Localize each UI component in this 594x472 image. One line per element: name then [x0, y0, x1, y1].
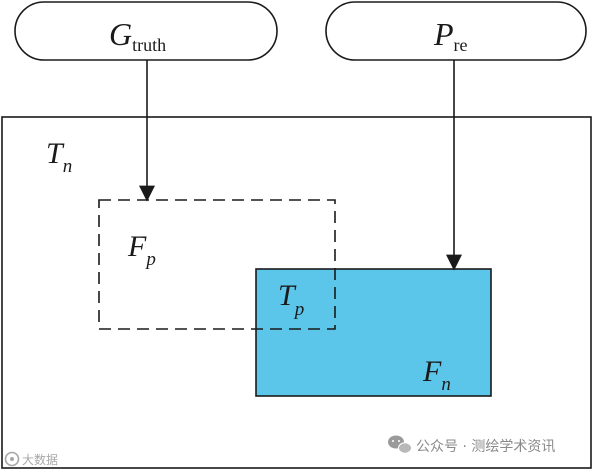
tn-main: T — [46, 137, 65, 170]
g-truth-node: Gtruth — [14, 1, 278, 61]
p-re-main: P — [433, 16, 454, 52]
p-re-label: Pre — [433, 16, 468, 55]
watermark-left: 大数据 — [4, 451, 58, 467]
wechat-icon — [388, 435, 412, 454]
g-truth-label: Gtruth — [109, 16, 166, 55]
g-truth-main: G — [109, 16, 132, 52]
tn-label: Tn — [46, 137, 72, 177]
fp-sub: p — [144, 249, 156, 270]
p-re-pill — [325, 1, 587, 61]
tn-sub: n — [63, 156, 73, 177]
p-re-node: Pre — [325, 1, 587, 61]
watermark-right-text: 公众号 · 测绘学术资讯 — [416, 439, 555, 455]
fp-label: Fp — [127, 230, 156, 270]
fn-sub: n — [441, 374, 451, 395]
fn-label: Fn — [422, 355, 451, 395]
logo-icon — [4, 451, 20, 467]
watermark-left-text: 大数据 — [22, 452, 58, 467]
tp-sub: p — [293, 299, 305, 320]
watermark-right: 公众号 · 测绘学术资讯 — [388, 435, 555, 455]
p-re-sub: re — [454, 35, 468, 55]
tp-label: Tp — [278, 279, 304, 320]
fp-main: F — [127, 230, 147, 263]
tp-main: T — [278, 279, 297, 312]
tn-outer-rect — [1, 116, 592, 469]
g-truth-sub: truth — [132, 35, 166, 55]
g-truth-pill — [14, 1, 278, 61]
fp-dashed-rect — [98, 199, 336, 330]
fn-main: F — [422, 355, 442, 388]
fn-filled-rect — [255, 268, 492, 397]
